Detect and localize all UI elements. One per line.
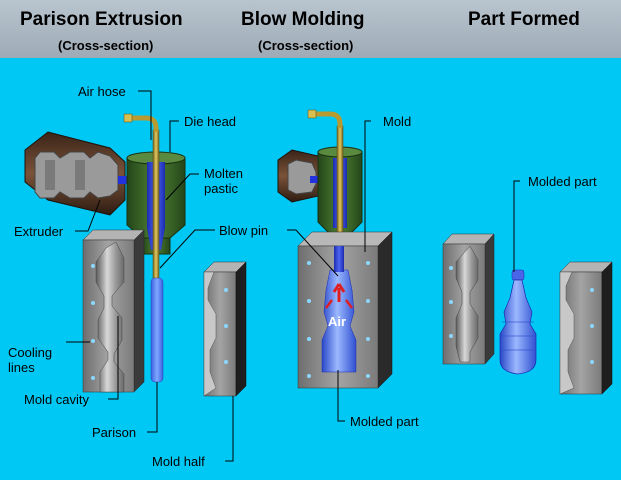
parison	[150, 277, 164, 383]
air-arrow	[332, 283, 346, 302]
subtitle-cross-section-1: (Cross-section)	[58, 38, 154, 53]
title-part-formed: Part Formed	[468, 9, 580, 30]
label-die-head: Die head	[184, 114, 237, 129]
extruder	[24, 131, 140, 216]
label-mold: Mold	[383, 114, 412, 129]
mold-cavity-right	[203, 271, 217, 397]
die-head	[123, 113, 186, 281]
right-mold-half	[203, 261, 247, 397]
mold-closed	[297, 231, 393, 389]
label-cooling-lines: Cooling lines	[8, 345, 53, 375]
label-molded-part-2: Molded part	[350, 414, 419, 429]
molded-part-in-mold	[321, 269, 357, 373]
subtitle-cross-section-2: (Cross-section)	[258, 38, 354, 53]
left-mold-half	[82, 229, 145, 393]
extruder-2	[277, 149, 322, 203]
label-air: Air	[328, 314, 347, 329]
title-parison-extrusion: Parison Extrusion	[20, 9, 183, 30]
label-parison: Parison	[92, 425, 137, 440]
label-air-hose: Air hose	[78, 84, 126, 99]
air-hose	[128, 115, 159, 132]
title-blow-molding: Blow Molding	[241, 9, 365, 30]
label-extruder: Extruder	[14, 224, 64, 239]
left-mold-half-3	[442, 233, 495, 365]
mold-cavity-left	[95, 241, 125, 393]
label-mold-half: Mold half	[152, 454, 205, 469]
molded-part-bottle	[499, 269, 537, 375]
leader-lines	[66, 90, 520, 462]
blow-pin	[152, 129, 160, 281]
label-molten-plastic: Molten pastic	[204, 166, 244, 196]
label-mold-cavity: Mold cavity	[24, 392, 90, 407]
label-molded-part-3: Molded part	[528, 174, 597, 189]
right-mold-half-3	[559, 261, 613, 395]
header-bar: Parison Extrusion (Cross-section) Blow M…	[0, 0, 621, 58]
label-blow-pin: Blow pin	[219, 223, 269, 238]
